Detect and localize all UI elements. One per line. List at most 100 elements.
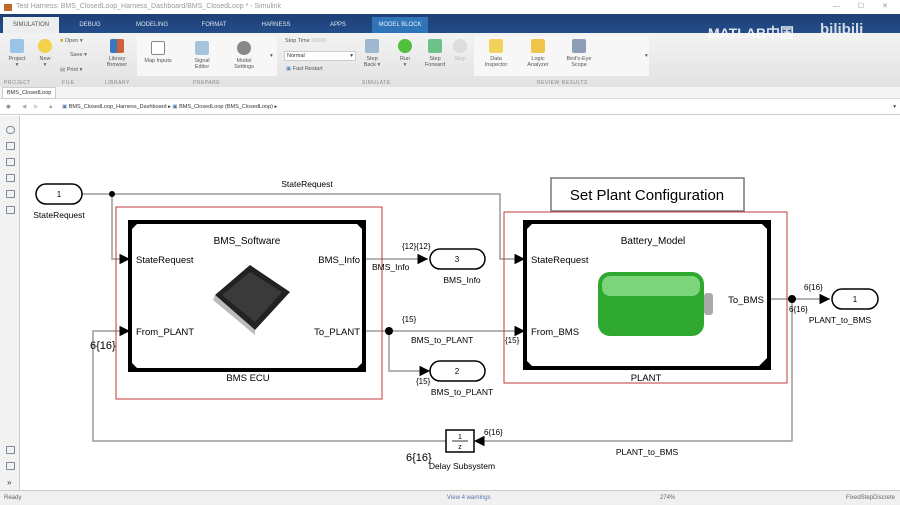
map-inputs-button[interactable]: Map Inputs <box>144 41 172 64</box>
bms-ecu-label: BMS ECU <box>226 373 269 384</box>
outport-bms-to-plant[interactable]: 2 BMS_to_PLANT <box>429 360 493 397</box>
tab-apps[interactable]: APPS <box>329 22 346 28</box>
maximize-icon[interactable]: ☐ <box>857 3 864 10</box>
print-label: Print <box>66 67 79 73</box>
breadcrumb-item-model[interactable]: BMS_ClosedLoop (BMS_ClosedLoop) <box>179 104 273 110</box>
prepare-expand-icon[interactable]: ▾ <box>270 53 273 59</box>
fast-restart-toggle[interactable]: ▣ Fast Restart <box>286 66 323 72</box>
simulation-mode-dropdown[interactable]: Normal▾ <box>284 51 356 61</box>
up-icon[interactable]: ▲ <box>48 104 54 110</box>
fit-view-icon[interactable] <box>6 142 15 150</box>
step-back-button[interactable]: Step Back ▾ <box>361 39 383 68</box>
breadcrumb-item-harness[interactable]: BMS_ClosedLoop_Harness_Dashboard <box>68 104 167 110</box>
bms-ecu-area[interactable] <box>115 206 383 400</box>
delay-denominator: z <box>458 444 462 451</box>
run-button[interactable]: Run▾ <box>394 39 416 68</box>
signal-dimension: 6{16} <box>90 340 116 352</box>
project-button[interactable]: Project▾ <box>4 39 30 68</box>
zoom-icon[interactable] <box>6 126 15 134</box>
port-label: StateRequest <box>33 210 85 220</box>
forward-icon[interactable]: ▶ <box>34 104 39 110</box>
inport-staterequest[interactable]: 1 StateRequest <box>33 183 85 220</box>
bms-software-block[interactable]: BMS_Software StateRequest From_PLANT BMS… <box>128 220 366 372</box>
battery-icon <box>598 272 713 336</box>
outport-plant-to-bms[interactable]: 1 PLANT_to_BMS <box>809 288 879 325</box>
signal-feedback[interactable] <box>474 299 793 447</box>
arrow-icon[interactable] <box>6 158 15 166</box>
tab-simulation[interactable]: SIMULATION <box>3 17 59 33</box>
open-button[interactable]: ■ Open ▾ <box>60 38 83 44</box>
warnings-link[interactable]: View 4 warnings <box>447 495 491 501</box>
zoom-level: 274% <box>660 495 676 501</box>
tab-modeling[interactable]: MODELING <box>135 22 168 28</box>
back-icon[interactable]: ◀ <box>22 104 27 110</box>
stop-time-field[interactable]: Stop Time 20000 <box>285 38 327 44</box>
solver-name[interactable]: FixedStepDiscrete <box>846 495 896 501</box>
set-plant-configuration-button[interactable]: Set Plant Configuration <box>550 177 745 212</box>
signal-staterequest-ecu[interactable] <box>111 194 130 265</box>
delay-subsystem-block[interactable]: 1 z <box>445 429 475 453</box>
gear-icon <box>237 41 251 55</box>
close-icon[interactable]: ✕ <box>882 3 888 10</box>
birds-eye-scope-button[interactable]: Bird's-Eye Scope <box>560 39 598 68</box>
step-back-icon <box>365 39 379 53</box>
outport-bms-info[interactable]: 3 BMS_Info <box>429 248 486 285</box>
signal-dimension: {15} <box>505 336 520 345</box>
tab-model-block[interactable]: MODEL BLOCK <box>372 17 428 33</box>
review-expand-icon[interactable]: ▾ <box>645 53 648 59</box>
library-icon <box>110 39 124 53</box>
model-settings-button[interactable]: Model Settings <box>229 41 259 70</box>
battery-model-block[interactable]: Battery_Model StateRequest From_BMS To_B… <box>523 220 771 370</box>
data-inspector-label: Data Inspector <box>484 56 508 68</box>
library-browser-button[interactable]: Library Browser <box>104 39 130 68</box>
logic-analyzer-icon <box>531 39 545 53</box>
block-name: Battery_Model <box>621 236 685 247</box>
step-forward-button[interactable]: Step Forward <box>422 39 448 68</box>
plant-label: PLANT <box>631 373 662 384</box>
data-inspector-button[interactable]: Data Inspector <box>480 39 512 68</box>
hide-explorer-icon[interactable]: ◉ <box>6 104 11 110</box>
tab-harness[interactable]: HARNESS <box>261 22 291 28</box>
image-icon[interactable] <box>6 190 15 198</box>
status-bar: Ready View 4 warnings 274% FixedStepDisc… <box>0 490 900 505</box>
stop-button[interactable]: Stop <box>451 39 469 62</box>
property-inspector-icon[interactable] <box>6 446 15 454</box>
watermark-logo: bilibili <box>820 21 864 38</box>
annotation-icon[interactable] <box>6 174 15 182</box>
minimize-icon[interactable]: — <box>833 3 840 10</box>
port-number: 3 <box>455 255 460 264</box>
stop-label: Stop <box>454 56 466 62</box>
save-button[interactable]: Save ▾ <box>70 52 87 58</box>
area-icon[interactable] <box>6 206 15 214</box>
logic-analyzer-button[interactable]: Logic Analyzer <box>522 39 554 68</box>
new-button[interactable]: New▾ <box>34 39 56 68</box>
breadcrumb-dropdown-icon[interactable]: ▾ <box>893 104 896 110</box>
branch-point <box>109 191 115 197</box>
signal-label-bms-to-plant: BMS_to_PLANT <box>411 335 473 345</box>
diagram-canvas[interactable]: 1 StateRequest StateRequest BMS_Software… <box>20 116 900 490</box>
stop-time-value: 20000 <box>311 38 327 44</box>
delay-numerator: 1 <box>458 434 462 441</box>
breadcrumb: ▣ BMS_ClosedLoop_Harness_Dashboard ▸ ▣ B… <box>62 104 278 110</box>
signal-bms-to-plant-out[interactable] <box>388 331 430 377</box>
branch-points <box>109 191 796 335</box>
plant-area[interactable] <box>503 211 788 384</box>
print-button[interactable]: ▤ Print ▾ <box>60 67 83 73</box>
expand-icon[interactable]: » <box>7 478 12 487</box>
model-icon: ▣ <box>172 104 178 110</box>
signal-dimension: {15} <box>402 315 417 324</box>
tab-format[interactable]: FORMAT <box>201 22 227 28</box>
library-browser-label: Library Browser <box>106 56 128 68</box>
run-play-icon <box>398 39 412 53</box>
signal-staterequest-plant[interactable] <box>82 193 525 265</box>
signal-editor-button[interactable]: Signal Editor <box>188 41 216 70</box>
port-label: BMS_Info <box>443 275 481 285</box>
model-icon: ▣ <box>62 104 68 110</box>
model-browser-icon[interactable] <box>6 462 15 470</box>
set-plant-label: Set Plant Configuration <box>570 187 724 204</box>
doc-tab-bms-closedloop[interactable]: BMS_ClosedLoop <box>2 87 57 99</box>
title-bar: Test Harness: BMS_ClosedLoop_Harness_Das… <box>0 0 900 14</box>
signal-delayed-feedback[interactable] <box>92 325 446 442</box>
save-label: Save <box>70 52 83 58</box>
tab-debug[interactable]: DEBUG <box>79 22 101 28</box>
